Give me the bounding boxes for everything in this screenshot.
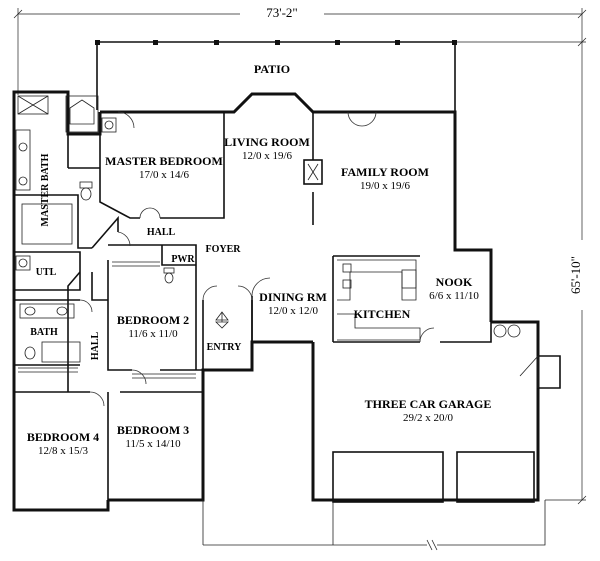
utl-label: UTL: [36, 267, 57, 278]
doors: [79, 111, 435, 407]
garage-size: 29/2 x 20/0: [403, 412, 454, 424]
pwr-label: PWR: [171, 254, 195, 265]
living-room-size: 12/0 x 19/6: [242, 150, 293, 162]
patio-label: PATIO: [254, 62, 290, 76]
nook-size: 6/6 x 11/10: [429, 290, 479, 302]
kitchen-label: KITCHEN: [354, 307, 411, 321]
bedroom4-label: BEDROOM 4: [27, 430, 99, 444]
depth-dimension: 65'-10": [455, 20, 587, 505]
master-bath-label: MASTER BATH: [40, 153, 51, 226]
nook-label: NOOK: [436, 275, 473, 289]
foyer-label: FOYER: [206, 244, 242, 255]
master-bedroom-label: MASTER BEDROOM: [105, 154, 223, 168]
bedroom2-size: 11/6 x 11/0: [128, 328, 178, 340]
overall-width-label: 73'-2": [266, 5, 297, 20]
dining-label: DINING RM: [259, 290, 327, 304]
overall-depth-label: 65'-10": [568, 256, 583, 294]
fixtures: [15, 95, 561, 551]
bedroom3-size: 11/5 x 14/10: [125, 438, 181, 450]
family-room-size: 19/0 x 19/6: [360, 180, 411, 192]
patio: PATIO: [95, 40, 457, 112]
room-labels: MASTER BEDROOM 17/0 x 14/6 MASTER BATH L…: [27, 135, 492, 457]
interior-walls: [14, 112, 492, 500]
hall-lower-label: HALL: [90, 332, 101, 361]
bedroom4-size: 12/8 x 15/3: [38, 445, 89, 457]
bedroom2-label: BEDROOM 2: [117, 313, 189, 327]
master-bedroom-size: 17/0 x 14/6: [139, 169, 190, 181]
entry-label: ENTRY: [207, 342, 242, 353]
width-dimension: 73'-2": [13, 4, 587, 95]
family-room-label: FAMILY ROOM: [341, 165, 429, 179]
bath-label: BATH: [30, 327, 58, 338]
bedroom3-label: BEDROOM 3: [117, 423, 189, 437]
living-room-label: LIVING ROOM: [224, 135, 310, 149]
hall-upper-label: HALL: [147, 227, 176, 238]
dining-size: 12/0 x 12/0: [268, 305, 319, 317]
garage-label: THREE CAR GARAGE: [365, 397, 492, 411]
